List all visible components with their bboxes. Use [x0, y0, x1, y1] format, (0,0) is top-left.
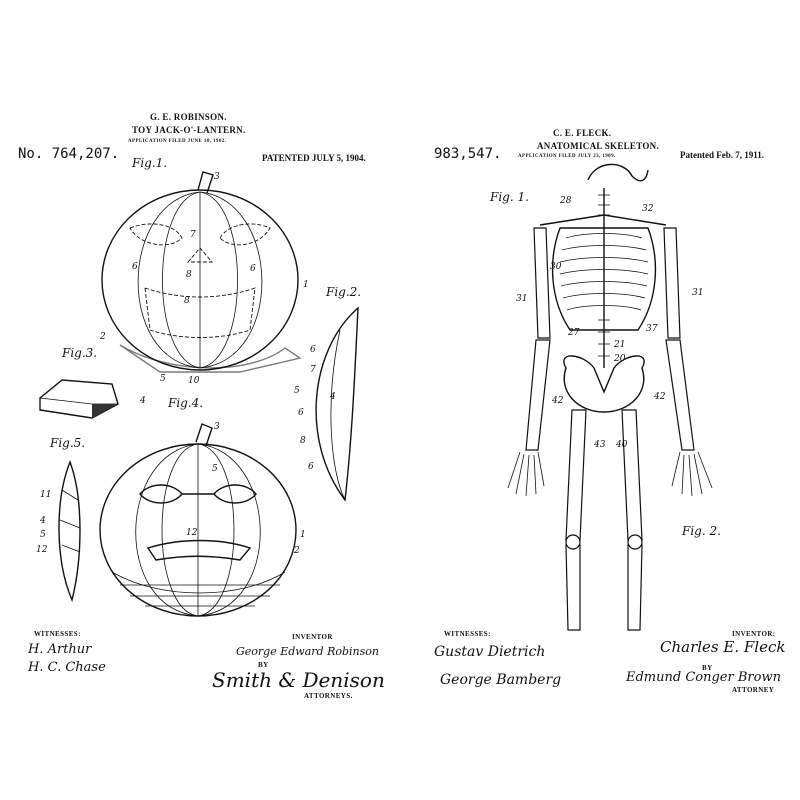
left-patented-date: PATENTED JULY 5, 1904.: [262, 153, 366, 163]
ref-numeral: 42: [552, 396, 564, 406]
skeleton-fig1-label: Fig. 1.: [490, 190, 529, 204]
left-inventor-signature: George Edward Robinson: [236, 645, 379, 658]
right-attorney-label: ATTORNEY: [732, 686, 775, 694]
right-patent-title: ANATOMICAL SKELETON.: [537, 141, 660, 151]
ref-numeral: 28: [560, 196, 572, 206]
ref-numeral: 6: [310, 345, 316, 355]
strip-fig5-drawing: [58, 460, 81, 603]
ref-numeral: 5: [160, 374, 166, 384]
ref-numeral: 5: [40, 530, 46, 540]
left-application-filed: APPLICATION FILED JUNE 10, 1902.: [128, 139, 227, 144]
ref-numeral: 30: [550, 262, 562, 272]
fig4-label: Fig.4.: [168, 396, 204, 410]
ref-numeral: 20: [614, 354, 626, 364]
fig1-label: Fig.1.: [132, 156, 168, 170]
ref-numeral: 12: [36, 545, 48, 555]
right-attorney-signature: Edmund Conger Brown: [626, 670, 781, 685]
ref-numeral: 43: [594, 440, 606, 450]
ref-numeral: 2: [100, 332, 106, 342]
ref-numeral: 7: [310, 365, 316, 375]
ref-numeral: 27: [568, 328, 580, 338]
left-witnesses-label: WITNESSES:: [34, 630, 81, 638]
pumpkin-fig4-drawing: [99, 423, 297, 617]
ref-numeral: 42: [654, 392, 666, 402]
ref-numeral: 7: [190, 230, 196, 240]
ref-numeral: 8: [184, 296, 190, 306]
panel-fig2-drawing: [315, 306, 359, 502]
ref-numeral: 10: [188, 376, 200, 386]
ref-numeral: 6: [132, 262, 138, 272]
ref-numeral: 8: [300, 436, 306, 446]
left-by-label: BY: [258, 661, 269, 669]
ref-numeral: 4: [330, 392, 336, 402]
left-attorneys-label: ATTORNEYS.: [304, 692, 353, 700]
pumpkin-fig1-drawing: [101, 171, 302, 373]
right-inventor-label: INVENTOR:: [732, 630, 776, 638]
ref-numeral: 11: [40, 490, 52, 500]
block-fig3-drawing: [39, 379, 119, 419]
jack-o-lantern-drawing: [39, 171, 359, 617]
ref-numeral: 37: [646, 324, 658, 334]
ref-numeral: 6: [250, 264, 256, 274]
left-patent-sheet: G. E. ROBINSON. TOY JACK-O'-LANTERN. APP…: [18, 112, 385, 700]
right-inventor-signature: Charles E. Fleck: [660, 638, 786, 656]
right-witness-signature: George Bamberg: [440, 672, 562, 688]
ref-numeral: 5: [212, 464, 218, 474]
right-witness-signature: Gustav Dietrich: [434, 644, 546, 660]
right-patent-sheet: C. E. FLECK. ANATOMICAL SKELETON. APPLIC…: [410, 0, 800, 800]
left-attorney-signature: Smith & Denison: [212, 668, 385, 692]
ref-numeral: 4: [140, 396, 146, 406]
right-patent-number: 983,547.: [434, 146, 502, 162]
left-inventor-name: G. E. ROBINSON.: [150, 112, 227, 122]
ref-numeral: 6: [308, 462, 314, 472]
fig2-label: Fig.2.: [326, 285, 362, 299]
ref-numeral: 31: [692, 288, 704, 298]
right-inventor-name: C. E. FLECK.: [553, 128, 612, 138]
right-application-filed: APPLICATION FILED JULY 23, 1909.: [518, 154, 616, 159]
ref-numeral: 5: [294, 386, 300, 396]
skeleton-drawing: [507, 163, 713, 631]
right-by-label: BY: [702, 664, 713, 672]
ref-numeral: 1: [303, 280, 309, 290]
left-witness-signature: H. C. Chase: [28, 660, 106, 675]
skeleton-fig2-label: Fig. 2.: [682, 524, 721, 538]
ref-numeral: 31: [516, 294, 528, 304]
right-witnesses-label: WITNESSES:: [444, 630, 491, 638]
ref-numeral: 32: [642, 204, 654, 214]
ref-numeral: 12: [186, 528, 198, 538]
fig3-label: Fig.3.: [62, 346, 98, 360]
ref-numeral: 21: [614, 340, 626, 350]
ref-numeral: 6: [298, 408, 304, 418]
left-witness-signature: H. Arthur: [28, 642, 92, 657]
right-patented-date: Patented Feb. 7, 1911.: [680, 150, 764, 160]
ref-numeral: 4: [40, 516, 46, 526]
ref-numeral: 8: [186, 270, 192, 280]
ref-numeral: 3: [214, 422, 220, 432]
ref-numeral: 40: [616, 440, 628, 450]
left-patent-title: TOY JACK-O'-LANTERN.: [132, 125, 246, 135]
left-inventor-label: INVENTOR: [292, 633, 333, 641]
left-patent-number: No. 764,207.: [18, 146, 120, 162]
ref-numeral: 2: [294, 546, 300, 556]
ref-numeral: 3: [214, 172, 220, 182]
fig5-label: Fig.5.: [50, 436, 86, 450]
ref-numeral: 1: [300, 530, 306, 540]
